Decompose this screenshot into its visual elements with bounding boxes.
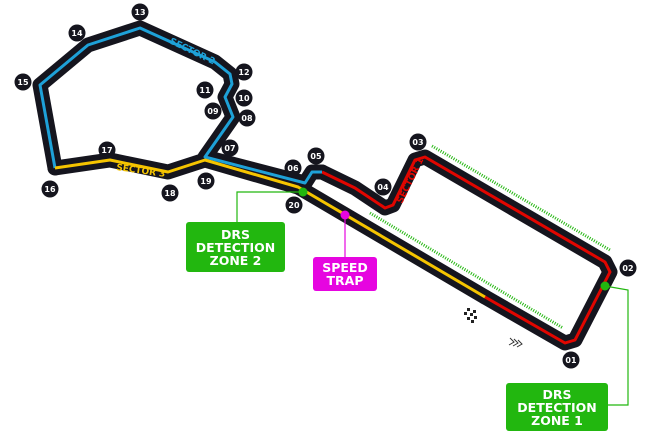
corner-marker: [221, 139, 239, 157]
corner-markers: 01 02 03 04 05 06 07 08 09 10 11 12 13 14 15 16 17 18 19 20: [14, 3, 637, 369]
corner-number: 08: [241, 114, 253, 123]
corner-marker: [197, 172, 215, 190]
sector-1-line: [321, 155, 612, 345]
drs-detection-2-point: [298, 187, 308, 197]
corner-number: 15: [17, 78, 29, 87]
corner-marker: [307, 147, 325, 165]
speed-trap-line1: SPEED: [322, 260, 368, 275]
track-segment: [314, 149, 618, 351]
drs-zone-line: [369, 211, 564, 330]
corner-number: 02: [622, 264, 633, 273]
corner-number: 12: [238, 68, 249, 77]
corner-number: 07: [224, 144, 235, 153]
corner-marker: [562, 351, 580, 369]
corner-number: 16: [44, 185, 56, 194]
corner-marker: [196, 81, 214, 99]
corner-number: 19: [200, 177, 212, 186]
corner-number: 01: [565, 356, 577, 365]
drs1-line3: ZONE 1: [531, 412, 583, 428]
drs-zone-line: [431, 144, 611, 252]
sector-2-line: [38, 26, 322, 185]
corner-number: 18: [164, 189, 176, 198]
corner-marker: [14, 73, 32, 91]
corner-marker: [619, 259, 637, 277]
speed-trap-label: SPEED TRAP: [313, 257, 377, 291]
drs2-line2: DETECTION: [195, 239, 276, 255]
track-outline: [32, 20, 618, 351]
corner-marker: [409, 133, 427, 151]
corner-number: 13: [134, 8, 145, 17]
drs2-line1: DRS: [220, 226, 250, 242]
corner-number: 11: [199, 86, 211, 95]
corner-number: 10: [238, 94, 250, 103]
sector-3-line: [54, 158, 486, 299]
corner-number: 03: [412, 138, 423, 147]
drs-detection-zone-1-label: DRS DETECTION ZONE 1: [506, 383, 608, 431]
corner-number: 14: [71, 29, 83, 38]
speed-trap-line2: TRAP: [326, 273, 364, 288]
corner-number: 04: [377, 183, 389, 192]
drs1-line1: DRS: [542, 386, 572, 402]
speed-trap-point: [340, 210, 350, 220]
corner-marker: [238, 109, 256, 127]
drs-detection-zone-2-label: DRS DETECTION ZONE 2: [186, 222, 285, 272]
corner-marker: [374, 178, 392, 196]
corner-marker: [235, 89, 253, 107]
corner-number: 05: [310, 152, 322, 161]
corner-marker: [204, 102, 222, 120]
corner-number: 09: [207, 107, 219, 116]
corner-number: 20: [288, 201, 300, 210]
direction-chevrons-icon: [508, 337, 523, 348]
drs2-line3: ZONE 2: [209, 252, 262, 268]
drs-detection-1-connector: [604, 285, 629, 406]
corner-number: 06: [287, 164, 299, 173]
corner-marker: [98, 141, 116, 159]
corner-marker: [68, 24, 86, 42]
corner-marker: [285, 196, 303, 214]
corner-marker: [161, 184, 179, 202]
drs-detection-1-point: [600, 281, 610, 291]
drs1-line2: DETECTION: [517, 399, 597, 415]
corner-marker: [41, 180, 59, 198]
drs-zones: [369, 144, 611, 330]
corner-number: 17: [101, 146, 112, 155]
corner-marker: [131, 3, 149, 21]
corner-marker: [284, 159, 302, 177]
corner-marker: [235, 63, 253, 81]
drs-detection-2-connector: [236, 191, 303, 222]
chequered-flag-icon: [464, 308, 477, 323]
